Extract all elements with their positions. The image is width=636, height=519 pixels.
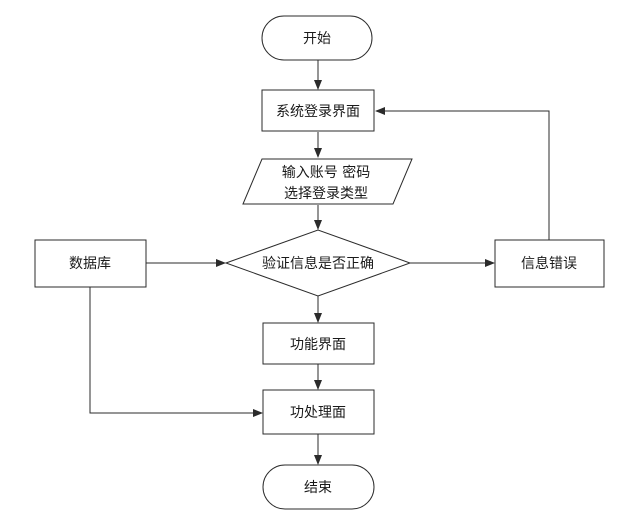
- end-label: 结束: [304, 480, 332, 496]
- login-page-label: 系统登录界面: [276, 104, 360, 120]
- start-label: 开始: [303, 31, 331, 47]
- edge-error-to-login: [375, 107, 550, 240]
- connectors: [89, 60, 550, 465]
- input-label-line1: 输入账号 密码: [282, 164, 370, 181]
- database-node: 数据库: [34, 239, 147, 288]
- input-label-line2: 选择登录类型: [284, 186, 368, 202]
- login-page-node: 系统登录界面: [261, 89, 375, 132]
- end-node: 结束: [262, 464, 375, 510]
- error-label: 信息错误: [521, 255, 577, 272]
- process-page-label: 功处理面: [290, 405, 346, 421]
- edge-database-to-process: [89, 287, 263, 417]
- process-page-node: 功处理面: [262, 389, 375, 435]
- error-node: 信息错误: [494, 239, 605, 288]
- database-label: 数据库: [69, 256, 111, 272]
- start-node: 开始: [261, 15, 373, 61]
- function-page-label: 功能界面: [290, 337, 346, 353]
- verify-label: 验证信息是否正确: [262, 255, 374, 272]
- function-page-node: 功能界面: [262, 322, 375, 365]
- verify-decision-node: 验证信息是否正确: [224, 229, 412, 297]
- input-node: 输入账号 密码 选择登录类型: [242, 158, 413, 205]
